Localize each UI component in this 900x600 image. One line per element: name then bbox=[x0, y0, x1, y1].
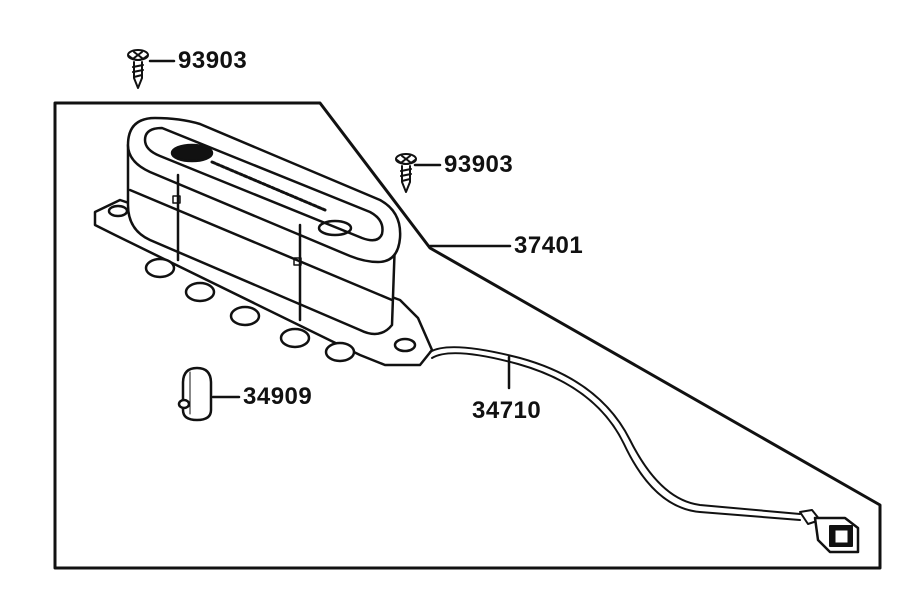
wire-harness bbox=[429, 346, 860, 554]
bulb-icon bbox=[177, 366, 213, 422]
part-label-37401: 37401 bbox=[514, 232, 584, 259]
assembly-frame bbox=[53, 101, 882, 570]
part-label-93903-top: 93903 bbox=[178, 47, 248, 74]
part-label-34710: 34710 bbox=[472, 397, 542, 424]
screw-icon bbox=[395, 153, 417, 193]
screw-icon bbox=[127, 49, 149, 89]
part-label-34909: 34909 bbox=[243, 383, 313, 410]
light-housing bbox=[93, 116, 434, 367]
part-label-93903-mid: 93903 bbox=[444, 151, 514, 178]
